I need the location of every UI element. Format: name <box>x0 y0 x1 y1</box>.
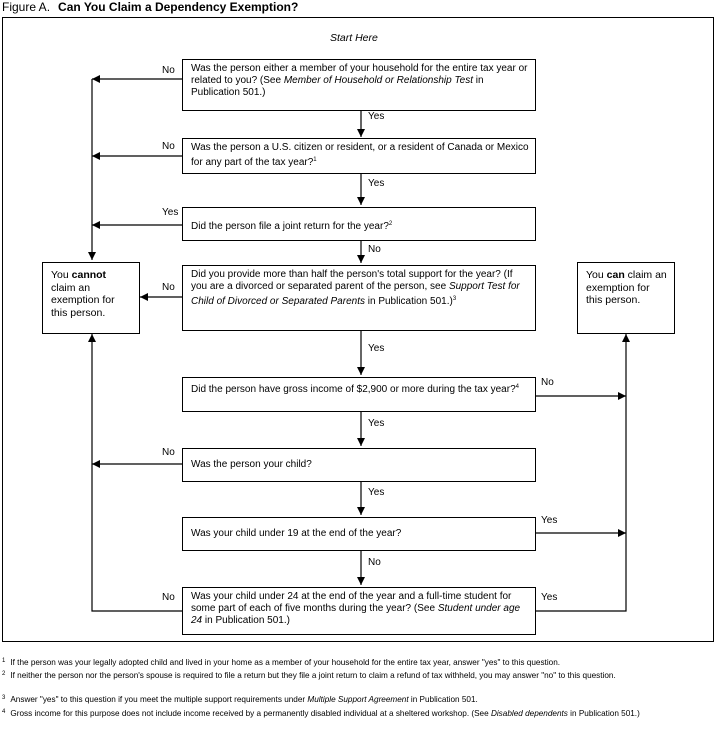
flowchart-connectors <box>88 75 630 612</box>
label-no: No <box>541 377 554 388</box>
label-no: No <box>162 141 175 152</box>
flowchart-frame <box>2 17 714 642</box>
label-yes: Yes <box>368 178 385 189</box>
question-citizen: Was the person a U.S. citizen or residen… <box>182 138 536 174</box>
figure-heading: Figure A. Can You Claim a Dependency Exem… <box>2 0 298 14</box>
question-household: Was the person either a member of your h… <box>182 59 536 111</box>
question-gross-income: Did the person have gross income of $2,9… <box>182 377 536 412</box>
question-support: Did you provide more than half the perso… <box>182 265 536 331</box>
question-under-24-student: Was your child under 24 at the end of th… <box>182 587 536 635</box>
label-no: No <box>368 244 381 255</box>
start-label: Start Here <box>330 32 378 44</box>
question-your-child: Was the person your child? <box>182 448 536 482</box>
question-joint-return: Did the person file a joint return for t… <box>182 207 536 241</box>
outcome-can-claim: You can claim an exemption for this pers… <box>577 262 675 334</box>
figure-title: Can You Claim a Dependency Exemption? <box>58 0 299 14</box>
label-no: No <box>162 447 175 458</box>
label-yes: Yes <box>162 207 179 218</box>
figure-label: Figure A. <box>2 0 51 14</box>
label-yes: Yes <box>368 343 385 354</box>
label-no: No <box>162 282 175 293</box>
right-rail <box>536 334 630 612</box>
label-yes: Yes <box>368 418 385 429</box>
label-yes: Yes <box>368 111 385 122</box>
question-under-19: Was your child under 19 at the end of th… <box>182 517 536 551</box>
label-yes: Yes <box>541 515 558 526</box>
left-rail-bottom <box>88 334 182 612</box>
label-no: No <box>162 592 175 603</box>
label-no: No <box>162 65 175 76</box>
label-yes: Yes <box>368 487 385 498</box>
label-no: No <box>368 557 381 568</box>
outcome-cannot-claim: You cannot claim an exemption for this p… <box>42 262 140 334</box>
label-yes: Yes <box>541 592 558 603</box>
